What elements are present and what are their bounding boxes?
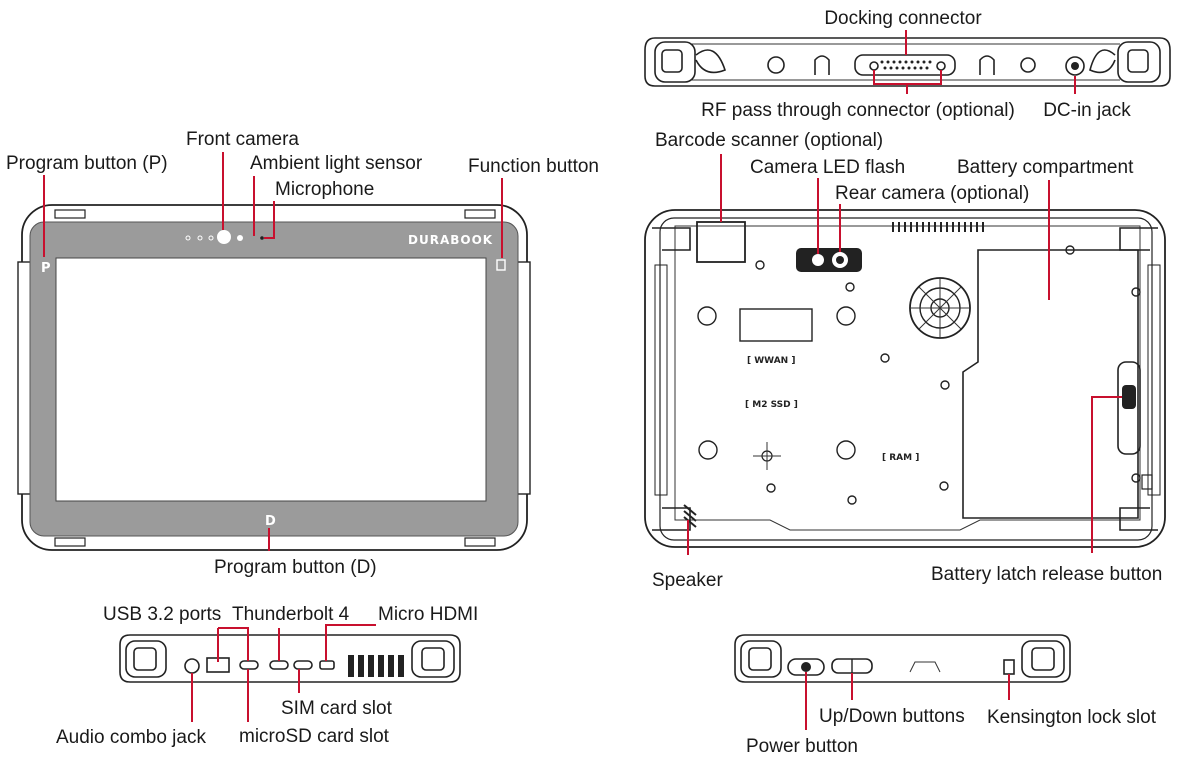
- speaker-grille: [683, 504, 697, 528]
- bottom-edge-view-right: [734, 634, 1071, 683]
- wwan-tag: [ WWAN ]: [747, 356, 795, 366]
- battery-latch: [1122, 385, 1136, 409]
- usb-c-port-1: [239, 660, 259, 670]
- program-button-p-glyph: P: [41, 261, 51, 276]
- micro-hdmi-port: [319, 660, 335, 670]
- label-function-button: Function button: [468, 156, 599, 177]
- label-audio-combo-jack: Audio combo jack: [56, 727, 206, 748]
- label-usb-ports: USB 3.2 ports: [103, 604, 221, 625]
- label-dc-in-jack: DC-in jack: [1043, 100, 1131, 121]
- callout-labels: Docking connector RF pass through connec…: [6, 8, 1162, 757]
- label-speaker: Speaker: [652, 570, 723, 591]
- label-microphone: Microphone: [275, 179, 374, 200]
- dc-in-jack-port: [1065, 56, 1085, 76]
- label-program-button-d: Program button (D): [214, 557, 377, 578]
- front-camera-lens: [217, 230, 231, 244]
- microphone-hole: [260, 236, 264, 240]
- bottom-rubber-cover: [348, 655, 404, 677]
- label-sim-card-slot: SIM card slot: [281, 698, 393, 719]
- label-power-button: Power button: [746, 736, 858, 757]
- label-battery-compartment: Battery compartment: [957, 157, 1134, 178]
- ambient-light-sensor-dot: [237, 235, 243, 241]
- label-rear-camera: Rear camera (optional): [835, 183, 1029, 204]
- label-micro-hdmi: Micro HDMI: [378, 604, 478, 625]
- front-view: P D DURABOOK: [17, 204, 531, 551]
- label-front-camera: Front camera: [186, 129, 299, 150]
- label-docking-connector: Docking connector: [824, 8, 982, 29]
- bottom-edge-view-left: [119, 634, 461, 683]
- label-battery-latch: Battery latch release button: [931, 564, 1162, 585]
- leader-lines: [43, 30, 1122, 730]
- label-thunderbolt: Thunderbolt 4: [232, 604, 350, 625]
- m2-ssd-tag: [ M2 SSD ]: [745, 400, 798, 410]
- label-program-button-p: Program button (P): [6, 153, 168, 174]
- sim-card-slot-port: [293, 660, 313, 670]
- docking-connector-pins: [880, 60, 932, 70]
- function-button-glyph: [496, 259, 506, 271]
- camera-led-flash-lens: [812, 254, 824, 266]
- label-rf-pass-through: RF pass through connector (optional): [701, 100, 1015, 121]
- label-microsd-slot: microSD card slot: [239, 726, 390, 747]
- rear-camera-module: [796, 248, 862, 272]
- label-kensington-lock: Kensington lock slot: [987, 707, 1157, 728]
- display-screen: [55, 257, 487, 502]
- battery-compartment-outline: [962, 249, 1139, 519]
- label-camera-led-flash: Camera LED flash: [750, 157, 905, 178]
- thunderbolt-port: [269, 660, 289, 670]
- brand-logo: DURABOOK: [408, 233, 493, 247]
- audio-combo-jack-port: [184, 658, 200, 674]
- label-barcode-scanner: Barcode scanner (optional): [655, 130, 883, 151]
- top-edge-view: [644, 37, 1171, 87]
- label-up-down-buttons: Up/Down buttons: [819, 706, 965, 727]
- vent-grille: [892, 222, 984, 232]
- program-button-d-glyph: D: [265, 514, 276, 529]
- kensington-lock-port: [1003, 659, 1015, 675]
- ram-tag: [ RAM ]: [882, 453, 919, 463]
- label-ambient-light-sensor: Ambient light sensor: [250, 153, 423, 174]
- back-view: [ WWAN ] [ M2 SSD ] [ RAM ]: [644, 209, 1166, 548]
